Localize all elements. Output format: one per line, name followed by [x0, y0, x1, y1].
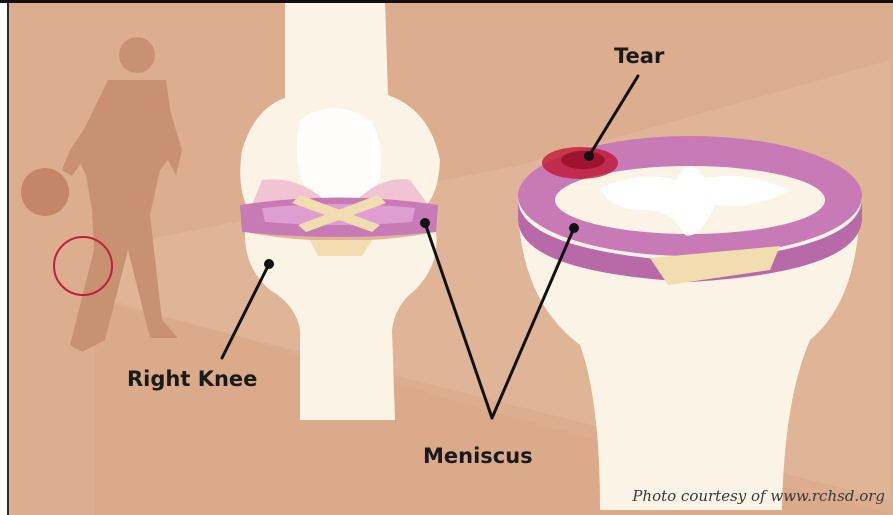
photo-credit: Photo courtesy of www.rchsd.org [632, 487, 885, 505]
top-edge [0, 0, 893, 3]
left-edge [0, 0, 9, 515]
basketball [21, 168, 69, 216]
tear-label: Tear [614, 44, 664, 68]
right-knee-label: Right Knee [127, 367, 257, 391]
meniscus-label: Meniscus [423, 444, 533, 468]
